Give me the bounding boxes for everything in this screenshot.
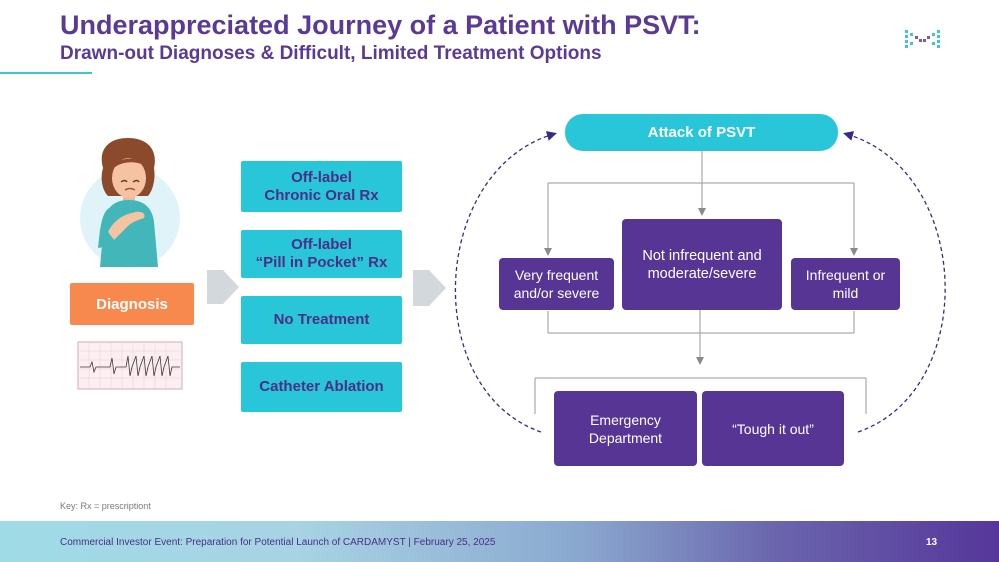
loop-arrow-right <box>843 131 946 433</box>
key-note: Key: Rx = prescriptiont <box>60 501 151 511</box>
diagnosis-box: Diagnosis <box>70 283 194 325</box>
tough-it-out-box: “Tough it out” <box>702 391 844 466</box>
footer-text: Commercial Investor Event: Preparation f… <box>60 537 496 548</box>
company-logo-icon <box>904 28 942 54</box>
loop-arrow-left <box>454 131 557 433</box>
treatment-line2: Chronic Oral Rx <box>264 186 379 204</box>
very-frequent-box: Very frequent and/or severe <box>499 258 614 310</box>
treatment-line1: Off-label <box>291 236 352 253</box>
treatment-line1: Off-label <box>291 168 352 186</box>
page-subtitle: Drawn-out Diagnoses & Difficult, Limited… <box>60 43 602 64</box>
arrow-to-flow <box>413 270 446 306</box>
treatment-pill-in-pocket: Off-label “Pill in Pocket” Rx <box>241 230 402 278</box>
treatment-label: No Treatment <box>273 311 370 328</box>
treatment-label: Catheter Ablation <box>259 378 384 395</box>
patient-chest-pain-icon <box>80 138 180 268</box>
attack-of-psvt-box: Attack of PSVT <box>565 114 838 151</box>
treatment-line2: “Pill in Pocket” Rx <box>255 254 388 271</box>
page-number: 13 <box>926 537 938 548</box>
arrow-to-treatments <box>207 270 239 304</box>
treatment-catheter-ablation: Catheter Ablation <box>241 362 402 412</box>
treatment-no-treatment: No Treatment <box>241 296 402 344</box>
title-underline <box>0 72 92 74</box>
treatment-chronic-oral-rx: Off-label Chronic Oral Rx <box>241 161 402 212</box>
infrequent-box: Infrequent or mild <box>791 258 900 310</box>
page-title: Underappreciated Journey of a Patient wi… <box>60 10 701 40</box>
footer-bar <box>0 521 999 562</box>
ecg-strip-icon <box>77 341 183 390</box>
not-infrequent-box: Not infrequent and moderate/severe <box>622 219 782 310</box>
emergency-department-box: Emergency Department <box>554 391 697 466</box>
